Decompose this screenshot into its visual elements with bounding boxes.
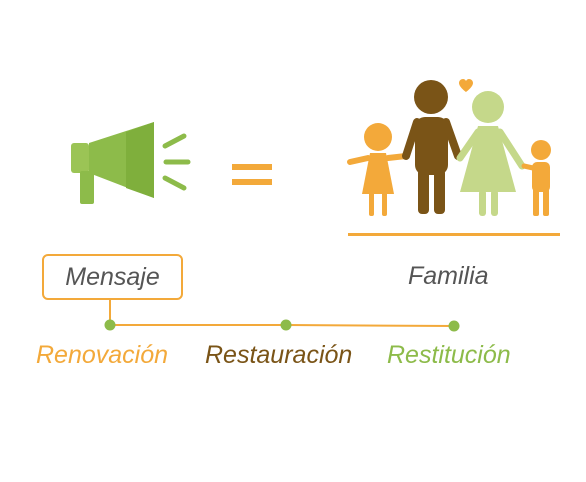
heart-icon xyxy=(459,79,473,92)
familia-label: Familia xyxy=(408,262,489,290)
restitucion-label: Restitución xyxy=(387,341,511,369)
megaphone-icon xyxy=(71,122,191,204)
renovacion-label: Renovación xyxy=(36,341,169,369)
node-renovacion xyxy=(104,319,116,331)
ground-line xyxy=(348,233,560,236)
mensaje-label: Mensaje xyxy=(65,262,160,291)
family-icon xyxy=(347,80,560,236)
equals-icon xyxy=(232,164,272,185)
node-restauracion xyxy=(280,319,292,331)
connector-line-2 xyxy=(285,324,455,327)
mensaje-box: Mensaje xyxy=(42,254,183,300)
node-restitucion xyxy=(448,320,460,332)
restauracion-label: Restauración xyxy=(205,341,353,369)
